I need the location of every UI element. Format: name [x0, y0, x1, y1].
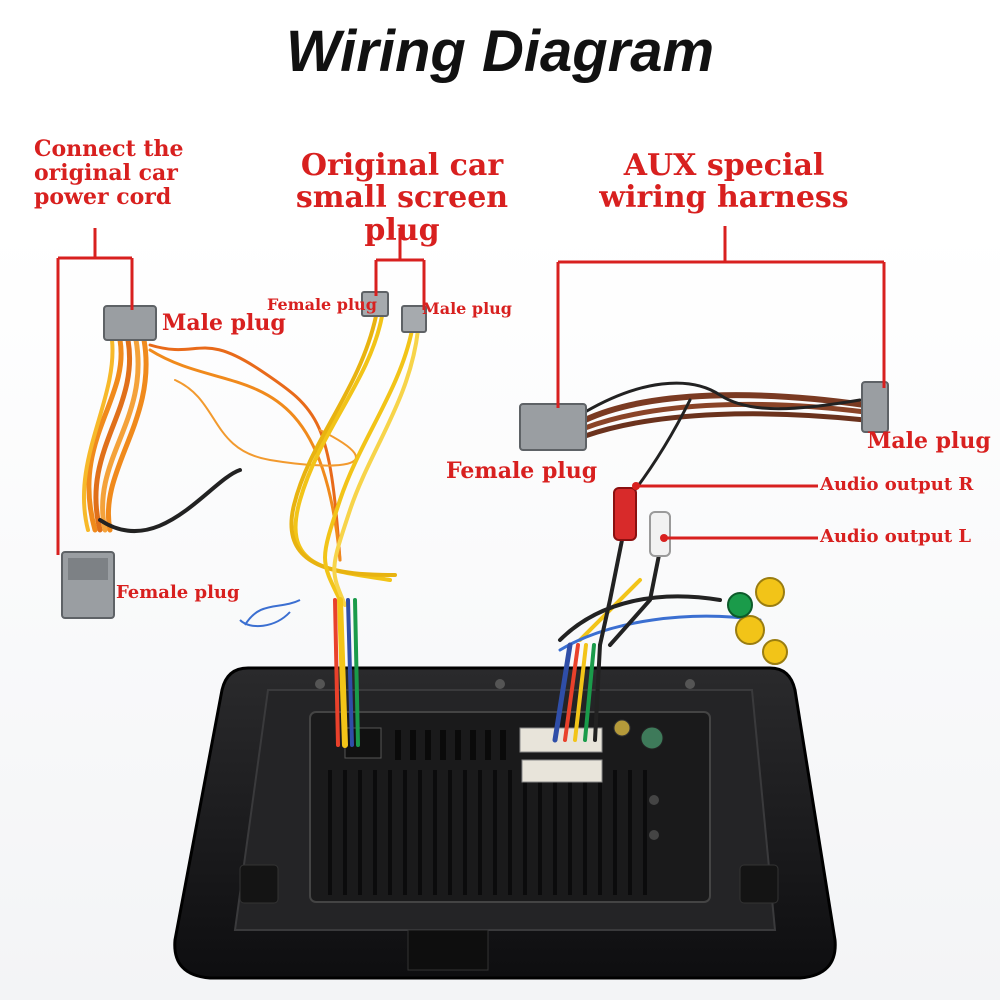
power-harness-wires [82, 337, 357, 562]
callout-lines [56, 226, 886, 555]
aux-heading: AUX special wiring harness [599, 148, 849, 216]
audio-output-r-label: Audio output R [820, 474, 974, 495]
page-title: Wiring Diagram [285, 19, 715, 84]
gps-port [640, 726, 664, 750]
callout-aux [556, 226, 886, 408]
small-screen-female-plug-label: Female plug [267, 295, 377, 314]
small-screen-heading: Original car small screen plug [295, 148, 509, 248]
rca-yellow-3 [762, 639, 788, 665]
mount-bracket-left [239, 864, 279, 904]
small-screen-harness [289, 291, 427, 748]
aux-female-plug [519, 403, 587, 451]
rca-yellow-1 [755, 577, 785, 607]
power-harness [61, 305, 357, 628]
aux-male-plug [861, 381, 889, 433]
power-male-plug-label: Male plug [162, 310, 286, 336]
connector-block-bottom [521, 759, 603, 783]
rca-red [613, 487, 637, 541]
small-screen-male-plug-label: Male plug [422, 299, 512, 318]
aux-female-plug-label: Female plug [446, 458, 598, 484]
connector-block-top [519, 727, 603, 753]
mount-bracket-right [739, 864, 779, 904]
audio-output-l-label: Audio output L [820, 526, 972, 547]
head-unit [173, 666, 837, 980]
aux-harness-wires [552, 381, 868, 743]
rca-yellow-2 [735, 615, 765, 645]
power-female-plug-label: Female plug [116, 582, 240, 603]
aux-harness [519, 381, 889, 743]
vent-slots [395, 730, 506, 760]
power-male-plug [103, 305, 157, 341]
bottom-clip [407, 929, 489, 971]
callout-small-screen [374, 228, 426, 310]
small-screen-wires [289, 314, 420, 748]
aux-male-plug-label: Male plug [867, 428, 991, 454]
antenna-port [613, 719, 631, 737]
rca-green [727, 592, 753, 618]
rca-white [649, 511, 671, 557]
callout-power [56, 228, 134, 555]
heatsink-fins [328, 770, 647, 895]
power-heading: Connect the original car power cord [34, 136, 184, 210]
antenna-wires [239, 599, 301, 628]
small-screen-male-plug [401, 305, 427, 333]
